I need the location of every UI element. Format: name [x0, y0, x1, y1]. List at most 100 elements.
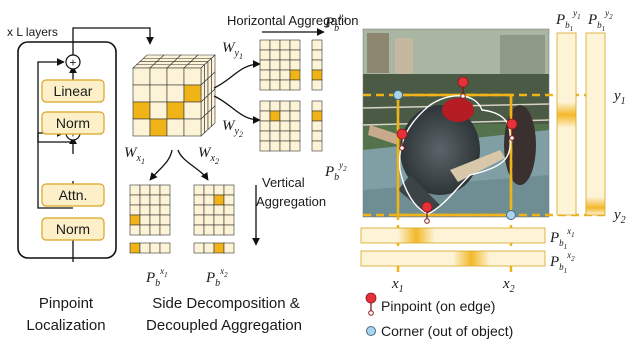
weight-label-y1: Wy1 [222, 40, 243, 61]
grid-cell [279, 100, 291, 112]
cube-cell [211, 105, 216, 127]
cube-cell [132, 101, 151, 120]
grid-cell [193, 184, 205, 196]
norm-block-bottom: Norm [41, 217, 105, 241]
legend-corner-label: Corner (out of object) [381, 323, 513, 339]
grid-cell [223, 224, 235, 236]
grid-cell [193, 224, 205, 236]
decomposition-caption-line1: Side Decomposition & [152, 295, 300, 312]
grid-cell [159, 242, 171, 254]
grid-cell [289, 79, 301, 91]
vertical-aggregation-title-2: Aggregation [256, 194, 326, 209]
grid-cell [149, 184, 161, 196]
grid-cell [139, 204, 151, 216]
module-frame [17, 41, 117, 259]
grid-cell [311, 110, 323, 122]
pb-label-y1: Pby1 [324, 11, 347, 34]
grid-cell [279, 79, 291, 91]
grid-cell [279, 69, 291, 81]
grid-cell [279, 140, 291, 152]
svg-text:Wx1: Wx1 [124, 145, 145, 166]
grid-cell [289, 100, 301, 112]
grid-cell [279, 49, 291, 61]
grid-cell [203, 242, 215, 254]
grid-cell [213, 184, 225, 196]
grid-cell [289, 39, 301, 51]
grid-cell [213, 224, 225, 236]
band-x2 [360, 250, 546, 267]
grid-cell [289, 110, 301, 122]
cube-cell [183, 118, 202, 137]
grid-cell [279, 130, 291, 142]
grid-cell [259, 79, 271, 91]
grid-cell [193, 242, 205, 254]
svg-text:Wy1: Wy1 [222, 40, 243, 61]
pinpoint-marker [396, 128, 408, 151]
grid-cell [139, 194, 151, 206]
visualization-panel: Pb1y1 Pb1y2 Pb1x1 Pb1x2 y1 y2 x1 x2 [360, 8, 626, 339]
grid-cell [159, 184, 171, 196]
grid-cell [203, 184, 215, 196]
grid-cell [159, 214, 171, 226]
grid-cell [279, 120, 291, 132]
grid-cell [149, 204, 161, 216]
cube-cell [166, 67, 185, 86]
grid-cell [311, 69, 323, 81]
grid-cell [203, 214, 215, 226]
svg-text:x1: x1 [391, 276, 404, 295]
boxing-photo [362, 28, 550, 218]
decomposition-caption-line2: Decoupled Aggregation [146, 317, 302, 334]
cube-cell [132, 67, 151, 86]
svg-text:+: + [69, 56, 76, 70]
band-y1 [556, 32, 577, 216]
grid-cell [259, 59, 271, 71]
cube-cell [204, 111, 209, 134]
svg-text:Pbx2: Pbx2 [205, 266, 228, 289]
grid-cell [311, 130, 323, 142]
grid-cell [223, 204, 235, 216]
svg-text:Pb1x1: Pb1x1 [549, 226, 575, 251]
svg-text:y1: y1 [612, 88, 626, 107]
legend-pinpoint-label: Pinpoint (on edge) [381, 298, 495, 314]
band-y2 [585, 32, 606, 216]
svg-text:Norm: Norm [56, 115, 90, 131]
svg-text:Pbx1: Pbx1 [145, 266, 168, 289]
grid-cell [259, 39, 271, 51]
grid-cell [269, 100, 281, 112]
object-box [396, 93, 513, 217]
svg-text:Pb1y1: Pb1y1 [555, 8, 581, 33]
grid-cell [289, 120, 301, 132]
grid-cell [269, 79, 281, 91]
vis-pb-label-x2: Pb1x2 [549, 250, 575, 275]
grid-cell [203, 204, 215, 216]
grid-cell [311, 59, 323, 71]
grid-cell [223, 242, 235, 254]
grid-cell [159, 224, 171, 236]
svg-text:x2: x2 [502, 276, 515, 295]
svg-text:Attn.: Attn. [59, 187, 88, 203]
grid-cell [159, 204, 171, 216]
grid-cell [259, 69, 271, 81]
grid-cell [149, 242, 161, 254]
cube-cell [200, 115, 205, 137]
svg-text:Pb1y2: Pb1y2 [587, 8, 613, 33]
grid-cell [269, 120, 281, 132]
cube-cell [132, 84, 151, 103]
svg-text:Norm: Norm [56, 221, 90, 237]
weight-label-x2: Wx2 [198, 145, 219, 166]
cube-cell [183, 84, 202, 103]
grid-cell [279, 110, 291, 122]
grid-cell [311, 39, 323, 51]
cube-cell [132, 118, 151, 137]
coord-label-x1: x1 [391, 276, 404, 295]
cube-cell [149, 67, 168, 86]
grid-cell [223, 194, 235, 206]
aggregation-grids [129, 39, 323, 254]
grid-cell [279, 59, 291, 71]
corner-point-bottom-right [506, 210, 516, 220]
cube-cell [166, 118, 185, 137]
grid-cell [139, 224, 151, 236]
pinpoint-marker [506, 118, 518, 141]
cube-cell [183, 101, 202, 120]
grid-cell [149, 224, 161, 236]
